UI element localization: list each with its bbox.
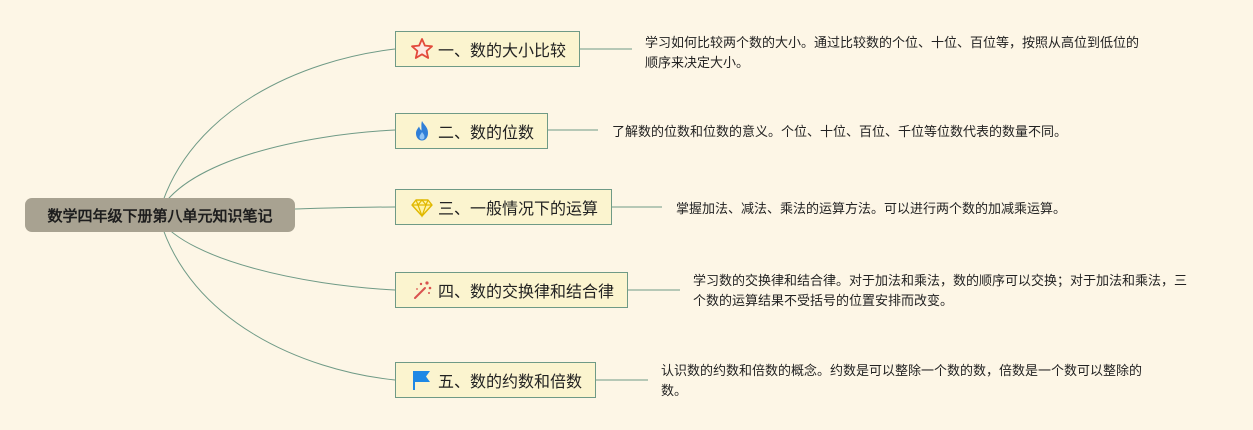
branch-note-2: 了解数的位数和位数的意义。个位、十位、百位、千位等位数代表的数量不同。 [612, 125, 1068, 140]
sparkle-wand-icon [410, 278, 434, 302]
branch-label-2: 二、数的位数 [438, 123, 535, 142]
branch-label-3: 三、一般情况下的运算 [438, 199, 599, 218]
flag-icon [410, 368, 434, 392]
branch-topic-5[interactable]: 五、数的约数和倍数 [395, 362, 596, 398]
connector-branch-4 [159, 219, 396, 291]
diamond-icon [410, 195, 434, 219]
flame-icon [410, 119, 434, 143]
branch-note-4: 学习数的交换律和结合律。对于加法和乘法，数的顺序可以交换；对于加法和乘法，三个数… [693, 274, 1188, 309]
branch-note-5: 认识数的约数和倍数的概念。约数是可以整除一个数的数，倍数是一个数可以整除的数。 [661, 364, 1143, 399]
branch-label-4: 四、数的交换律和结合律 [438, 282, 615, 301]
branch-topic-4[interactable]: 四、数的交换律和结合律 [395, 272, 628, 308]
branch-note-1: 学习如何比较两个数的大小。通过比较数的个位、十位、百位等，按照从高位到低位的顺序… [645, 36, 1140, 71]
branch-label-5: 五、数的约数和倍数 [438, 372, 583, 391]
root-topic-label: 数学四年级下册第八单元知识笔记 [47, 206, 273, 225]
connector-branch-3 [294, 206, 396, 210]
branch-topic-2[interactable]: 二、数的位数 [395, 113, 548, 149]
branch-topic-1[interactable]: 一、数的大小比较 [395, 31, 580, 67]
connector-branch-2 [159, 129, 396, 211]
branch-note-3: 掌握加法、减法、乘法的运算方法。可以进行两个数的加减乘运算。 [676, 202, 1067, 217]
star-icon [410, 37, 434, 61]
branch-topic-3[interactable]: 三、一般情况下的运算 [395, 189, 612, 225]
connector-branch-1 [159, 48, 396, 211]
branch-label-1: 一、数的大小比较 [438, 41, 567, 60]
connector-branch-5 [159, 219, 396, 381]
root-topic[interactable]: 数学四年级下册第八单元知识笔记 [25, 198, 295, 232]
